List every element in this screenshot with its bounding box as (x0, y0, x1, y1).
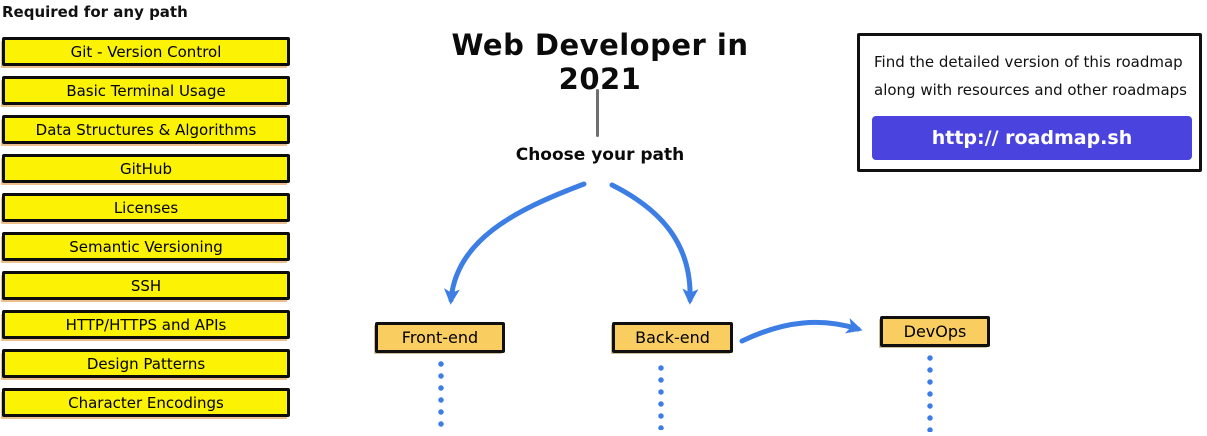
info-text-line2: along with resources and other roadmaps (874, 81, 1187, 99)
sidebar-item-dsa[interactable]: Data Structures & Algorithms (2, 115, 290, 144)
sidebar-item-char-encodings[interactable]: Character Encodings (2, 388, 290, 417)
sidebar-item-http-apis[interactable]: HTTP/HTTPS and APIs (2, 310, 290, 339)
front-end-dotted-line (436, 358, 446, 430)
sidebar-title: Required for any path (2, 3, 188, 21)
sidebar-required-list: Git - Version Control Basic Terminal Usa… (2, 37, 290, 417)
sidebar-item-design-patterns[interactable]: Design Patterns (2, 349, 290, 378)
info-box: Find the detailed version of this roadma… (857, 33, 1202, 172)
arrow-to-back-end (609, 182, 699, 305)
choose-path-label: Choose your path (515, 145, 685, 165)
back-end-dotted-line (656, 362, 666, 430)
info-text-line1: Find the detailed version of this roadma… (874, 53, 1183, 71)
sidebar-item-licenses[interactable]: Licenses (2, 193, 290, 222)
devops-dotted-line (925, 352, 935, 432)
page-title: Web Developer in 2021 (451, 28, 749, 96)
sidebar-item-github[interactable]: GitHub (2, 154, 290, 183)
sidebar-item-terminal[interactable]: Basic Terminal Usage (2, 76, 290, 105)
sidebar-item-git[interactable]: Git - Version Control (2, 37, 290, 66)
roadmap-url-button[interactable]: http:// roadmap.sh (872, 116, 1192, 160)
devops-node[interactable]: DevOps (880, 316, 990, 347)
sidebar-item-semver[interactable]: Semantic Versioning (2, 232, 290, 261)
arrow-to-front-end (443, 181, 587, 305)
front-end-node[interactable]: Front-end (375, 322, 505, 353)
title-connector-line (596, 89, 599, 137)
arrow-to-devops (739, 318, 863, 344)
sidebar-item-ssh[interactable]: SSH (2, 271, 290, 300)
back-end-node[interactable]: Back-end (612, 322, 733, 353)
